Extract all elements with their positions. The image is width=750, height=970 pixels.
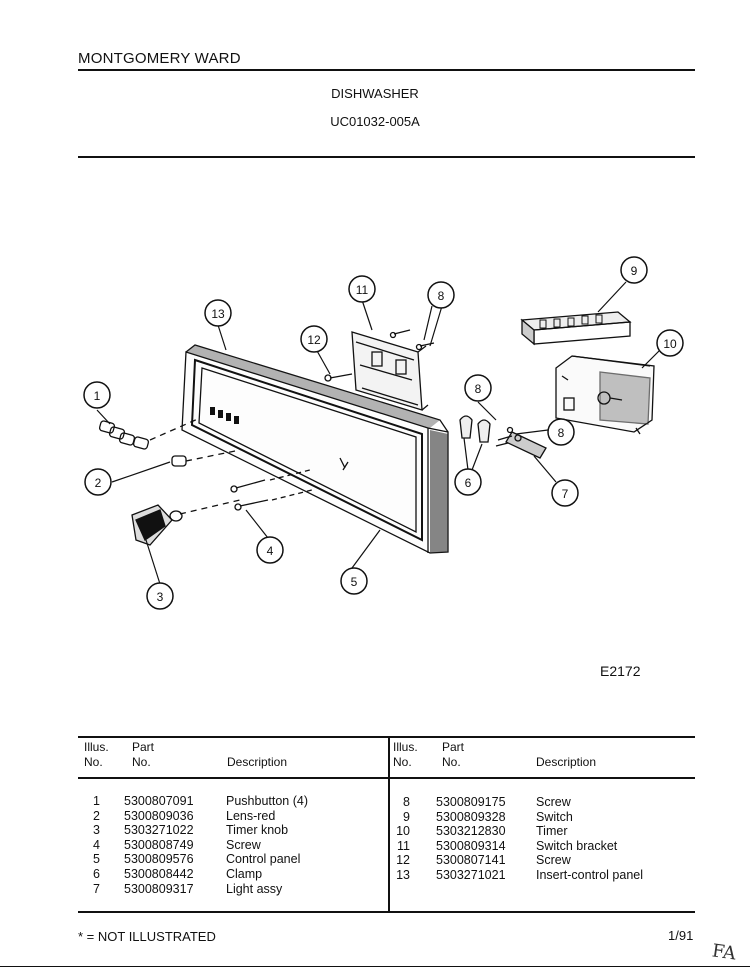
callout-8-right: 8 <box>547 418 575 446</box>
footer-date: 1/91 <box>668 928 694 943</box>
table-rule-bottom <box>78 911 695 913</box>
screw-parts <box>230 469 313 511</box>
footer-note: * = NOT ILLUSTRATED <box>78 929 216 944</box>
svg-text:7: 7 <box>562 487 569 501</box>
callout-2: 2 <box>84 468 112 496</box>
svg-text:8: 8 <box>438 289 445 303</box>
svg-text:10: 10 <box>663 337 677 351</box>
callout-8-mid: 8 <box>464 374 492 402</box>
callout-5: 5 <box>340 567 368 595</box>
control-panel-part <box>181 344 449 554</box>
callout-1: 1 <box>83 381 111 409</box>
screw-12-part <box>324 373 353 382</box>
svg-text:6: 6 <box>465 476 472 490</box>
svg-text:12: 12 <box>307 333 321 347</box>
header-desc-right: Description <box>536 755 597 769</box>
header-illus-right: Illus.No. <box>393 740 418 769</box>
callout-6: 6 <box>454 468 482 496</box>
brand-title: MONTGOMERY WARD <box>78 50 241 67</box>
light-assy-part <box>495 426 547 459</box>
lens-red-part <box>171 449 241 467</box>
svg-text:11: 11 <box>356 283 369 297</box>
table-rule-header <box>78 777 695 779</box>
table-divider <box>388 736 390 912</box>
svg-text:13: 13 <box>211 307 225 321</box>
callout-11: 11 <box>348 275 376 303</box>
table-rule-top <box>78 736 695 738</box>
header-illus-left: Illus.No. <box>84 740 109 769</box>
header-desc-left: Description <box>227 755 288 769</box>
callout-10: 10 <box>656 329 684 357</box>
switch-bracket-part <box>351 331 429 411</box>
svg-text:8: 8 <box>475 382 482 396</box>
switch-part <box>520 311 632 346</box>
timer-part <box>555 355 655 435</box>
svg-text:5: 5 <box>351 575 358 589</box>
diagram-code: E2172 <box>600 663 641 679</box>
timer-knob-part <box>131 499 241 546</box>
callout-3: 3 <box>146 582 174 610</box>
callout-13: 13 <box>204 299 232 327</box>
callout-4: 4 <box>256 536 284 564</box>
svg-text:1: 1 <box>94 389 101 403</box>
svg-text:3: 3 <box>157 590 164 604</box>
exploded-parts-diagram: 1 2 3 4 5 6 7 8 8 8 9 10 11 12 13 <box>83 256 684 610</box>
clamp-parts <box>459 415 491 443</box>
callout-9: 9 <box>620 256 648 284</box>
handwritten-mark: FA <box>710 940 738 965</box>
callout-7: 7 <box>551 479 579 507</box>
callout-12: 12 <box>300 325 328 353</box>
model-number: UC01032-005A <box>330 114 420 129</box>
screw-8-top-parts <box>389 329 435 351</box>
header-rule-bottom <box>78 156 695 158</box>
product-name: DISHWASHER <box>331 86 419 101</box>
svg-text:9: 9 <box>631 264 638 278</box>
svg-text:8: 8 <box>558 426 565 440</box>
svg-text:2: 2 <box>95 476 102 490</box>
footer-rule <box>0 966 750 967</box>
callout-8-top: 8 <box>427 281 455 309</box>
header-rule-top <box>78 69 695 71</box>
svg-text:4: 4 <box>267 544 274 558</box>
